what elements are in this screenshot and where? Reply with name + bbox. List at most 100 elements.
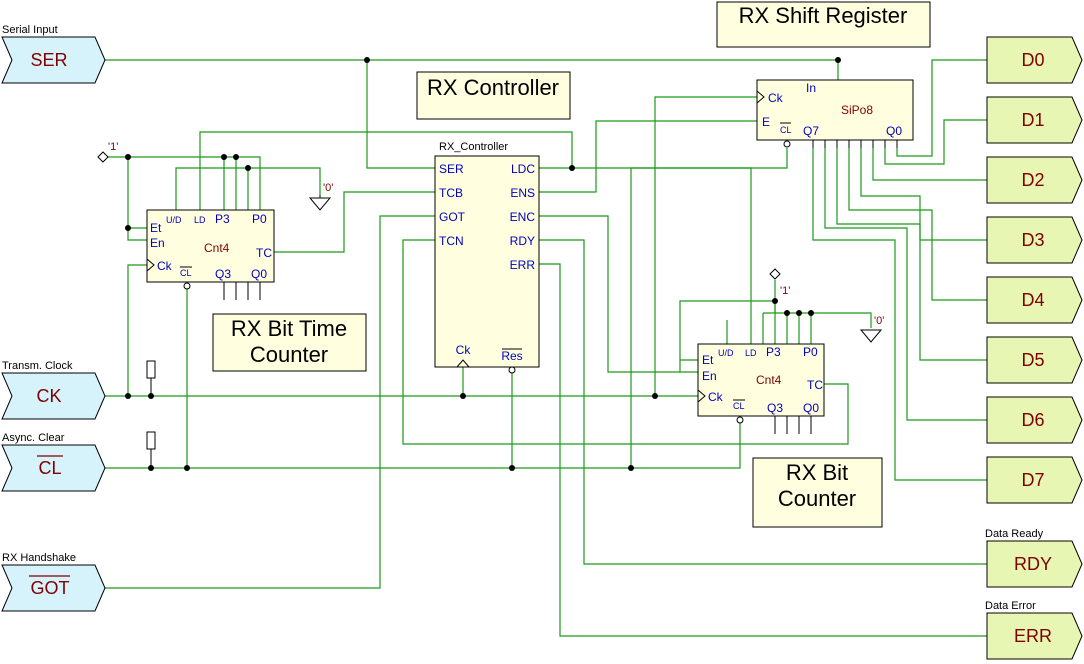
output-port-d5[interactable]: D5	[986, 336, 1083, 384]
svg-text:En: En	[150, 236, 165, 250]
junction	[125, 393, 131, 399]
svg-text:Counter: Counter	[778, 486, 856, 511]
title-controller: RX Controller	[416, 71, 571, 120]
svg-text:SiPo8: SiPo8	[841, 103, 873, 117]
svg-text:U/D: U/D	[166, 215, 182, 225]
junction	[796, 310, 802, 316]
output-port-d3[interactable]: D3	[986, 216, 1083, 264]
svg-text:Q7: Q7	[803, 124, 819, 138]
svg-text:RX Handshake: RX Handshake	[2, 552, 76, 564]
input-port-cl[interactable]: Async. Clear CL	[1, 432, 106, 492]
svg-text:CL: CL	[180, 268, 192, 278]
svg-text:GOT: GOT	[31, 578, 70, 598]
svg-text:Ck: Ck	[157, 259, 173, 273]
svg-text:U/D: U/D	[718, 348, 734, 358]
svg-text:'1': '1'	[780, 285, 790, 297]
title-bit-time-counter: RX Bit Time Counter	[212, 313, 367, 372]
bit-counter-block: Cnt4 Et En Ck U/D LD P3 P0 TC CL Q3 Q0	[697, 343, 825, 434]
junction	[808, 310, 814, 316]
svg-text:CK: CK	[36, 386, 61, 406]
svg-text:Q3: Q3	[215, 267, 231, 281]
junction	[184, 465, 190, 471]
svg-text:'0': '0'	[323, 182, 333, 194]
output-port-d7[interactable]: D7	[986, 456, 1083, 504]
bit-time-counter-block: Cnt4 Et En Ck U/D LD P3 P0 TC CL Q3 Q0	[146, 209, 275, 300]
probe-resistor-cl	[146, 431, 156, 468]
svg-text:TCN: TCN	[439, 234, 464, 248]
svg-text:Q0: Q0	[886, 124, 902, 138]
svg-text:D0: D0	[1021, 50, 1044, 70]
junction	[628, 465, 634, 471]
svg-text:CL: CL	[780, 125, 792, 135]
svg-text:SER: SER	[30, 50, 67, 70]
svg-text:Et: Et	[702, 353, 714, 367]
svg-text:P3: P3	[215, 212, 230, 226]
output-port-d0[interactable]: D0	[986, 36, 1083, 84]
output-port-d2[interactable]: D2	[986, 156, 1083, 204]
svg-text:Data Ready: Data Ready	[985, 528, 1044, 540]
svg-text:LDC: LDC	[511, 162, 535, 176]
svg-text:Ck: Ck	[456, 343, 472, 357]
junction	[772, 298, 778, 304]
input-port-ser[interactable]: Serial Input SER	[1, 24, 106, 84]
svg-text:E: E	[762, 115, 770, 129]
svg-text:D1: D1	[1021, 110, 1044, 130]
input-port-ck[interactable]: Transm. Clock CK	[1, 360, 106, 420]
input-port-got[interactable]: RX Handshake GOT	[1, 552, 106, 612]
svg-text:Serial Input: Serial Input	[2, 24, 58, 36]
junction	[835, 57, 841, 63]
svg-text:Counter: Counter	[250, 342, 328, 367]
output-port-d6[interactable]: D6	[986, 396, 1083, 444]
junction	[233, 154, 239, 160]
junction	[460, 393, 466, 399]
svg-text:D5: D5	[1021, 350, 1044, 370]
svg-text:Cnt4: Cnt4	[756, 373, 782, 387]
junctions	[125, 57, 841, 471]
title-bit-counter: RX Bit Counter	[752, 457, 883, 528]
svg-text:Q0: Q0	[251, 267, 267, 281]
const-high-2: '1'	[769, 268, 790, 297]
const-low-2: '0'	[859, 315, 884, 343]
svg-text:RDY: RDY	[510, 234, 535, 248]
svg-text:RX Controller: RX Controller	[427, 75, 559, 100]
svg-text:P0: P0	[252, 212, 267, 226]
svg-text:RX Bit Time: RX Bit Time	[231, 316, 347, 341]
svg-text:RX_Controller: RX_Controller	[439, 141, 508, 153]
output-port-d4[interactable]: D4	[986, 276, 1083, 324]
junction	[569, 165, 575, 171]
svg-text:'0': '0'	[874, 315, 884, 327]
junction	[125, 154, 131, 160]
svg-text:D7: D7	[1021, 470, 1044, 490]
svg-text:ENC: ENC	[510, 210, 536, 224]
junction	[364, 57, 370, 63]
svg-text:ERR: ERR	[510, 258, 536, 272]
svg-text:RDY: RDY	[1014, 554, 1052, 574]
output-port-d1[interactable]: D1	[986, 96, 1083, 144]
probe-resistor-ck	[146, 360, 156, 396]
output-port-err[interactable]: Data Error ERR	[985, 600, 1083, 660]
svg-text:ERR: ERR	[1014, 626, 1052, 646]
svg-text:Transm. Clock: Transm. Clock	[2, 360, 73, 372]
svg-text:P3: P3	[766, 345, 781, 359]
svg-text:Cnt4: Cnt4	[204, 241, 230, 255]
svg-text:TC: TC	[256, 246, 272, 260]
junction	[652, 393, 658, 399]
svg-text:SER: SER	[439, 162, 464, 176]
output-port-rdy[interactable]: Data Ready RDY	[985, 528, 1083, 588]
svg-text:Res: Res	[501, 349, 522, 363]
svg-text:LD: LD	[745, 348, 757, 358]
shift-register-block: SiPo8 Ck E In CL Q7 Q0	[756, 79, 914, 148]
svg-text:ENS: ENS	[510, 186, 535, 200]
svg-text:TC: TC	[807, 378, 823, 392]
const-high-1: '1'	[97, 141, 118, 163]
svg-text:'1': '1'	[108, 141, 118, 153]
svg-text:Q0: Q0	[803, 401, 819, 415]
svg-text:Async. Clear: Async. Clear	[2, 432, 65, 444]
svg-text:D2: D2	[1021, 170, 1044, 190]
junction	[509, 465, 515, 471]
junction	[125, 225, 131, 231]
rx-controller-block: RX_Controller SER TCB GOT TCN LDC ENS EN…	[434, 141, 540, 374]
svg-text:En: En	[702, 369, 717, 383]
const-low-1: '0'	[308, 182, 333, 211]
